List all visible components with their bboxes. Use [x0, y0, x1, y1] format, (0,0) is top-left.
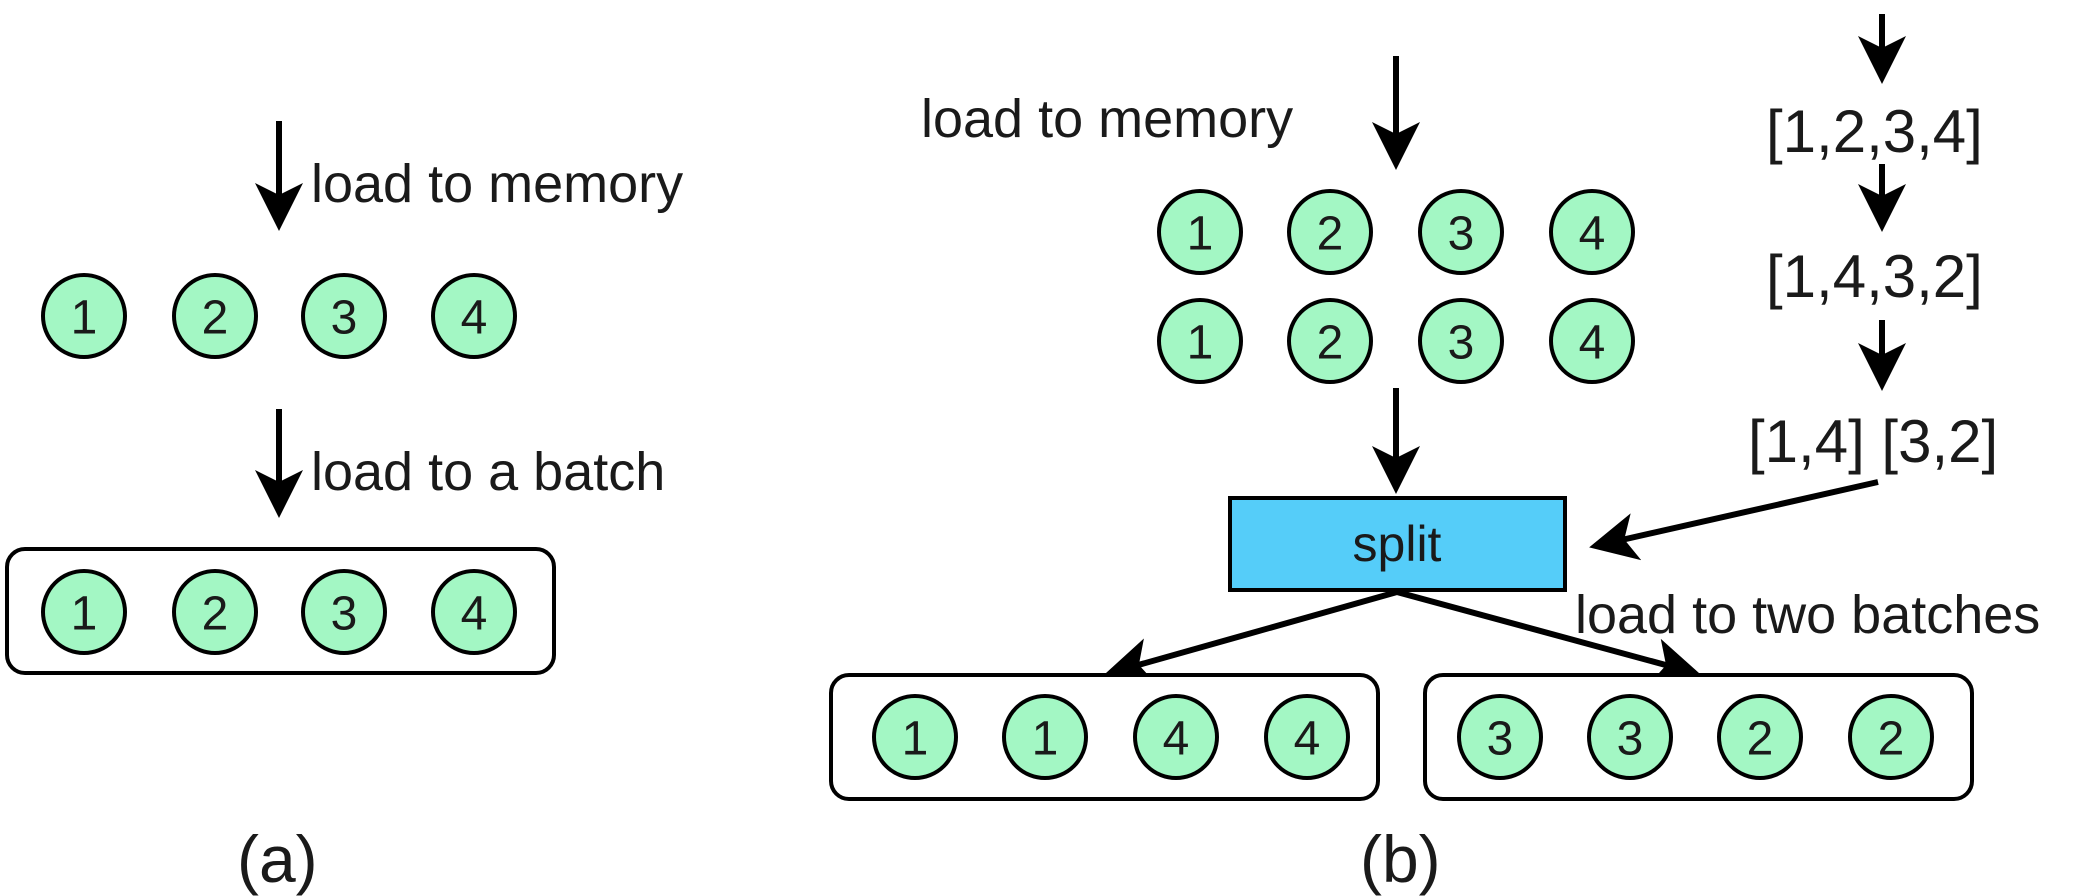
svg-text:3: 3 [1448, 208, 1475, 261]
memory-row-1-b: 1 2 3 4 [1157, 189, 1635, 275]
batch-2-nodes-b: 3 3 2 2 [1457, 694, 1934, 780]
node: 3 [1457, 694, 1543, 780]
index-list-3: [1,4] [3,2] [1748, 408, 1998, 475]
node: 2 [172, 273, 258, 359]
svg-text:2: 2 [1878, 713, 1905, 766]
panel-b: load to memory 1 2 3 4 1 [829, 14, 2040, 896]
node: 3 [1418, 298, 1504, 384]
svg-text:2: 2 [1317, 208, 1344, 261]
node: 1 [41, 273, 127, 359]
svg-text:2: 2 [202, 292, 229, 345]
split-label: split [1353, 516, 1442, 572]
node: 1 [41, 569, 127, 655]
load-batch-label-a: load to a batch [311, 442, 665, 502]
svg-text:1: 1 [71, 292, 98, 345]
svg-text:4: 4 [1294, 713, 1321, 766]
svg-text:4: 4 [461, 292, 488, 345]
svg-text:3: 3 [331, 588, 358, 641]
caption-a: (a) [237, 822, 318, 896]
svg-text:1: 1 [902, 713, 929, 766]
split-box [1228, 496, 1567, 592]
svg-text:3: 3 [1617, 713, 1644, 766]
node: 4 [1549, 298, 1635, 384]
memory-row-2-b: 1 2 3 4 [1157, 298, 1635, 384]
node: 1 [872, 694, 958, 780]
load-batches-label-b: load to two batches [1575, 585, 2040, 645]
batch-box-b-2 [1423, 673, 1974, 801]
node: 1 [1157, 189, 1243, 275]
svg-text:1: 1 [1187, 208, 1214, 261]
node: 4 [431, 273, 517, 359]
arrow-split-right [1396, 589, 1701, 686]
svg-text:4: 4 [1579, 208, 1606, 261]
svg-text:3: 3 [1487, 713, 1514, 766]
arrow-split-left [1104, 589, 1398, 685]
svg-text:2: 2 [1747, 713, 1774, 766]
svg-text:4: 4 [461, 588, 488, 641]
node: 3 [301, 273, 387, 359]
svg-text:3: 3 [1448, 317, 1475, 370]
batch-box-b-1 [829, 673, 1380, 801]
svg-text:1: 1 [1187, 317, 1214, 370]
node: 2 [1848, 694, 1934, 780]
load-memory-label-a: load to memory [311, 154, 683, 214]
svg-text:2: 2 [1317, 317, 1344, 370]
node: 2 [172, 569, 258, 655]
svg-text:1: 1 [1032, 713, 1059, 766]
memory-nodes-a: 1 2 3 4 [41, 273, 517, 359]
node: 3 [1418, 189, 1504, 275]
node: 4 [1549, 189, 1635, 275]
svg-text:3: 3 [331, 292, 358, 345]
batch-box-a [5, 547, 556, 675]
node: 4 [431, 569, 517, 655]
node: 1 [1002, 694, 1088, 780]
node: 1 [1157, 298, 1243, 384]
svg-text:4: 4 [1163, 713, 1190, 766]
node: 2 [1287, 298, 1373, 384]
node: 2 [1717, 694, 1803, 780]
load-memory-label-b: load to memory [921, 89, 1293, 149]
node: 3 [1587, 694, 1673, 780]
node: 2 [1287, 189, 1373, 275]
svg-text:2: 2 [202, 588, 229, 641]
caption-b: (b) [1360, 822, 1441, 896]
node: 4 [1264, 694, 1350, 780]
batch-1-nodes-b: 1 1 4 4 [872, 694, 1350, 780]
node: 3 [301, 569, 387, 655]
arrow-index-to-split [1589, 479, 1879, 561]
batch-nodes-a: 1 2 3 4 [41, 569, 517, 655]
svg-text:1: 1 [71, 588, 98, 641]
index-list-2: [1,4,3,2] [1766, 243, 1983, 310]
svg-text:4: 4 [1579, 317, 1606, 370]
node: 4 [1133, 694, 1219, 780]
panel-a: load to memory 1 2 3 4 load to a batch [5, 121, 683, 896]
index-list-1: [1,2,3,4] [1766, 98, 1983, 165]
